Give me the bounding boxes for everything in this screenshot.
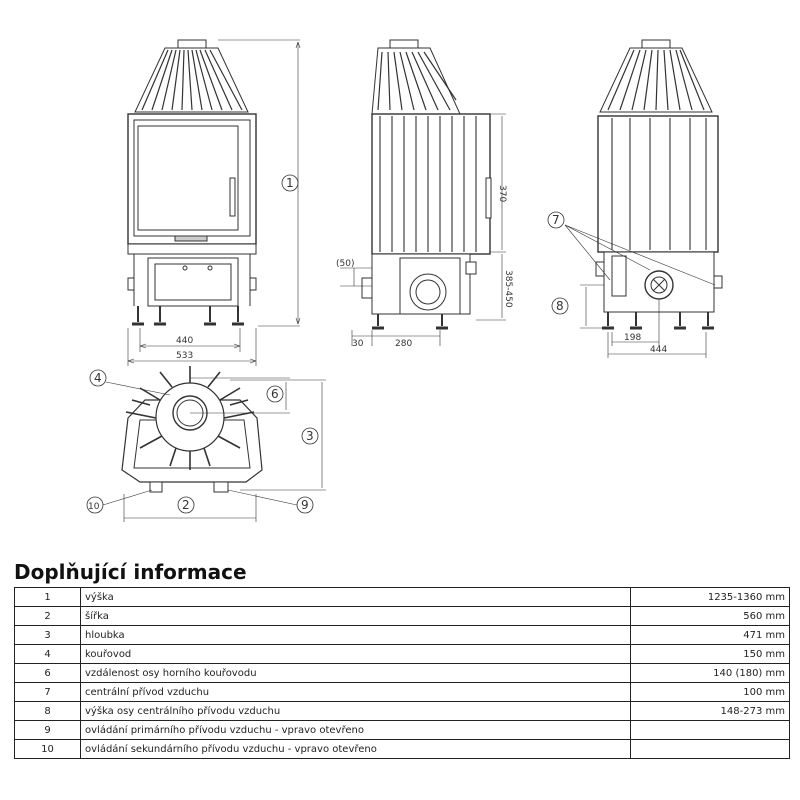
- callout-3: 3: [306, 429, 314, 443]
- table-row: 4 kouřovod 150 mm: [14, 644, 790, 664]
- row-number: 3: [14, 625, 81, 645]
- callout-1: 1: [286, 176, 294, 190]
- row-label: hloubka: [80, 625, 631, 645]
- table-row: 9 ovládání primárního přívodu vzduchu - …: [14, 720, 790, 740]
- front-dim-533: 533: [176, 351, 193, 361]
- row-number: 9: [14, 720, 81, 740]
- row-label: šířka: [80, 606, 631, 626]
- row-value: 100 mm: [630, 682, 790, 702]
- table-row: 8 výška osy centrálního přívodu vzduchu …: [14, 701, 790, 721]
- front-view: [127, 39, 301, 366]
- side-dim-280: 280: [395, 339, 412, 349]
- row-value: 471 mm: [630, 625, 790, 645]
- row-label: vzdálenost osy horního kouřovodu: [80, 663, 631, 683]
- table-row: 3 hloubka 471 mm: [14, 625, 790, 645]
- row-number: 6: [14, 663, 81, 683]
- row-number: 4: [14, 644, 81, 664]
- side-dim-50: (50): [336, 259, 354, 269]
- row-value: 1235-1360 mm: [630, 587, 790, 607]
- back-dim-444: 444: [650, 345, 667, 355]
- side-dim-385-450: 385-450: [503, 270, 513, 308]
- callout-8: 8: [556, 299, 564, 313]
- callout-6: 6: [271, 387, 279, 401]
- callout-4: 4: [94, 371, 102, 385]
- row-label: kouřovod: [80, 644, 631, 664]
- callout-9: 9: [301, 498, 309, 512]
- row-number: 2: [14, 606, 81, 626]
- top-view: [86, 366, 326, 522]
- info-table: 1 výška 1235-1360 mm 2 šířka 560 mm 3 hl…: [14, 587, 790, 759]
- table-row: 2 šířka 560 mm: [14, 606, 790, 626]
- side-dim-30: 30: [352, 339, 364, 349]
- back-dim-198: 198: [624, 333, 641, 343]
- row-value: [630, 739, 790, 759]
- callout-7: 7: [552, 213, 560, 227]
- row-label: ovládání primárního přívodu vzduchu - vp…: [80, 720, 631, 740]
- row-label: ovládání sekundárního přívodu vzduchu - …: [80, 739, 631, 759]
- row-number: 10: [14, 739, 81, 759]
- callout-10: 10: [88, 502, 100, 512]
- row-value: 140 (180) mm: [630, 663, 790, 683]
- front-dim-440: 440: [176, 336, 193, 346]
- back-view: [547, 39, 723, 358]
- side-dim-370: 370: [497, 185, 507, 202]
- row-number: 8: [14, 701, 81, 721]
- technical-drawing: 440 533 1 (50) 370 385-450 30 280 7 8 19…: [86, 39, 723, 522]
- row-number: 7: [14, 682, 81, 702]
- row-value: [630, 720, 790, 740]
- row-label: výška osy centrálního přívodu vzduchu: [80, 701, 631, 721]
- row-value: 150 mm: [630, 644, 790, 664]
- info-heading: Doplňující informace: [14, 560, 247, 584]
- row-label: centrální přívod vzduchu: [80, 682, 631, 702]
- row-value: 148-273 mm: [630, 701, 790, 721]
- table-row: 6 vzdálenost osy horního kouřovodu 140 (…: [14, 663, 790, 683]
- row-number: 1: [14, 587, 81, 607]
- table-row: 1 výška 1235-1360 mm: [14, 587, 790, 607]
- side-view: [340, 39, 506, 346]
- row-value: 560 mm: [630, 606, 790, 626]
- table-row: 10 ovládání sekundárního přívodu vzduchu…: [14, 739, 790, 759]
- callout-2: 2: [182, 498, 190, 512]
- table-row: 7 centrální přívod vzduchu 100 mm: [14, 682, 790, 702]
- row-label: výška: [80, 587, 631, 607]
